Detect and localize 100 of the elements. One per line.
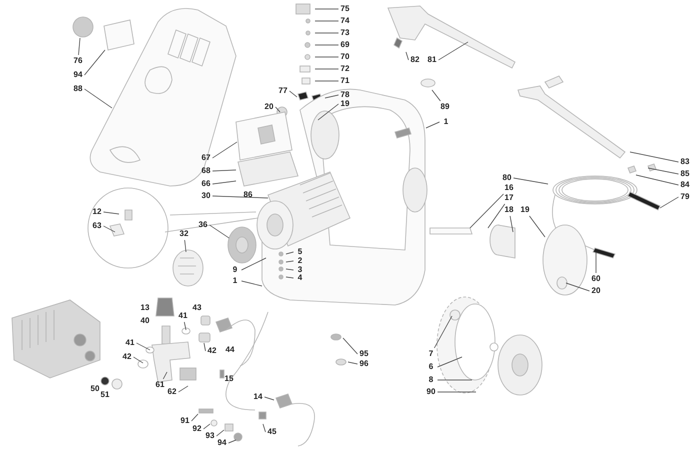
leader-line [488,204,506,228]
callout-number: 3 [294,265,306,275]
leader-line [434,316,452,348]
leader-line [162,372,168,380]
leader-line [133,356,144,364]
callout-number: 1 [440,117,452,127]
callout-number: 15 [224,374,234,384]
leader-line [314,8,339,10]
leader-line [470,194,504,228]
callout-number: 81 [426,55,438,65]
leader-line [184,322,186,330]
leader-line [318,104,339,120]
callout-number: 5 [294,247,306,257]
leader-line [286,252,294,254]
callout-number: 74 [340,16,350,26]
callout-number: 20 [264,102,274,112]
callout-number: 61 [154,380,166,390]
callout-number: 71 [340,76,350,86]
callout-number: 1 [230,276,240,286]
callout-number: 13 [140,303,150,313]
callout-number: 84 [680,180,690,190]
leader-line [314,20,339,22]
callout-number: 19 [520,205,530,215]
leader-line [314,68,339,70]
callout-number: 66 [200,179,212,189]
callout-number: 95 [358,349,370,359]
callout-number: 93 [204,431,216,441]
leader-line [286,268,294,270]
callout-number: 73 [340,28,350,38]
leader-line [228,440,236,444]
callout-number: 20 [590,286,602,296]
leader-line [103,212,120,214]
leader-line [426,122,440,128]
leader-line [286,260,294,262]
callout-number: 16 [504,183,514,193]
callout-number: 41 [124,338,136,348]
leader-line [348,362,358,364]
leader-line [432,90,441,102]
leader-line [510,216,514,232]
callout-number: 92 [192,424,202,434]
callout-number: 88 [72,84,84,94]
leader-line [437,356,462,368]
leader-line [314,56,339,58]
leader-line [529,216,546,238]
callout-number: 18 [504,205,514,215]
leader-line [566,282,590,292]
leader-line [103,226,116,232]
callout-number: 9 [230,265,240,275]
leader-line [212,170,236,172]
callout-number: 43 [192,303,202,313]
callout-number: 17 [504,193,514,203]
callout-number: 62 [166,387,178,397]
leader-line [513,178,548,184]
leader-line [204,342,206,352]
callout-number: 63 [92,221,102,231]
callout-number: 79 [680,192,690,202]
callout-number: 70 [340,52,350,62]
leader-line [262,424,266,432]
callout-number: 94 [216,438,228,448]
leader-line [212,196,268,198]
callout-number: 60 [590,274,602,284]
leader-line [212,142,238,158]
leader-line [84,88,112,108]
leader-line [78,38,80,56]
leader-line [184,240,186,252]
leader-line [314,80,339,82]
leader-line [264,396,274,400]
callout-number: 51 [100,390,110,400]
callout-number: 36 [198,220,208,230]
leader-line [209,224,230,238]
leader-line [289,90,298,98]
callout-number: 80 [502,173,512,183]
callout-number: 86 [242,190,254,200]
callout-number: 91 [180,416,190,426]
callout-number: 72 [340,64,350,74]
callout-number: 8 [426,375,436,385]
callout-number: 90 [426,387,436,397]
leader-line [212,180,236,184]
callout-number: 4 [294,273,306,283]
callout-number: 67 [200,153,212,163]
callout-number: 19 [340,99,350,109]
leader-line [438,42,468,60]
leader-line [84,50,106,76]
callout-number: 44 [224,345,236,355]
callout-number: 14 [252,392,264,402]
callout-number: 12 [92,207,102,217]
callout-number: 75 [340,4,350,14]
leader-line [342,338,358,354]
leader-line [630,152,679,162]
leader-line [324,94,339,98]
callout-number: 83 [680,157,690,167]
callout-number: 40 [140,316,150,326]
callout-number: 2 [294,256,306,266]
leader-line [314,44,339,46]
callout-number: 7 [426,349,436,359]
leader-line [648,168,679,174]
callout-number: 42 [206,346,218,356]
callout-number: 41 [178,311,188,321]
callout-number: 94 [72,70,84,80]
callout-number: 82 [410,55,420,65]
